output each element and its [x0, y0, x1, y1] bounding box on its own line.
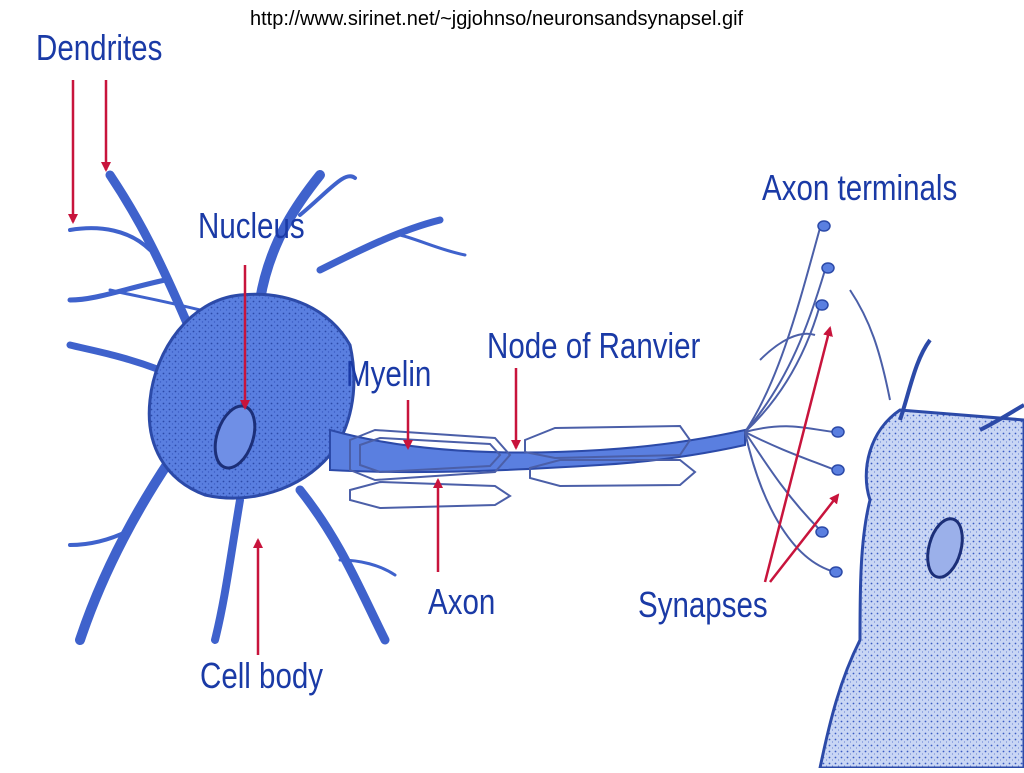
- dendrites: [66, 170, 467, 645]
- label-axon: Axon: [428, 581, 496, 622]
- label-myelin: Myelin: [346, 353, 432, 394]
- label-nucleus: Nucleus: [198, 205, 305, 246]
- myelin-sheath: [349, 424, 697, 510]
- label-synapses: Synapses: [638, 584, 768, 625]
- source-url[interactable]: http://www.sirinet.net/~jgjohnso/neurons…: [250, 8, 744, 30]
- label-axon-terminals: Axon terminals: [762, 167, 958, 208]
- terminal-boutons: [815, 220, 845, 578]
- arrow-synapse-2: [769, 493, 840, 583]
- arrow-synapse-1: [763, 326, 833, 583]
- axon-shape: [329, 428, 746, 474]
- cell-body-shape: [147, 292, 356, 500]
- axon-terminals: [744, 227, 891, 573]
- receiving-neuron: [818, 338, 1024, 770]
- label-node-of-ranvier: Node of Ranvier: [487, 325, 701, 366]
- label-dendrites: Dendrites: [36, 27, 163, 68]
- label-cell-body: Cell body: [200, 655, 324, 696]
- pointer-arrows: [68, 80, 840, 655]
